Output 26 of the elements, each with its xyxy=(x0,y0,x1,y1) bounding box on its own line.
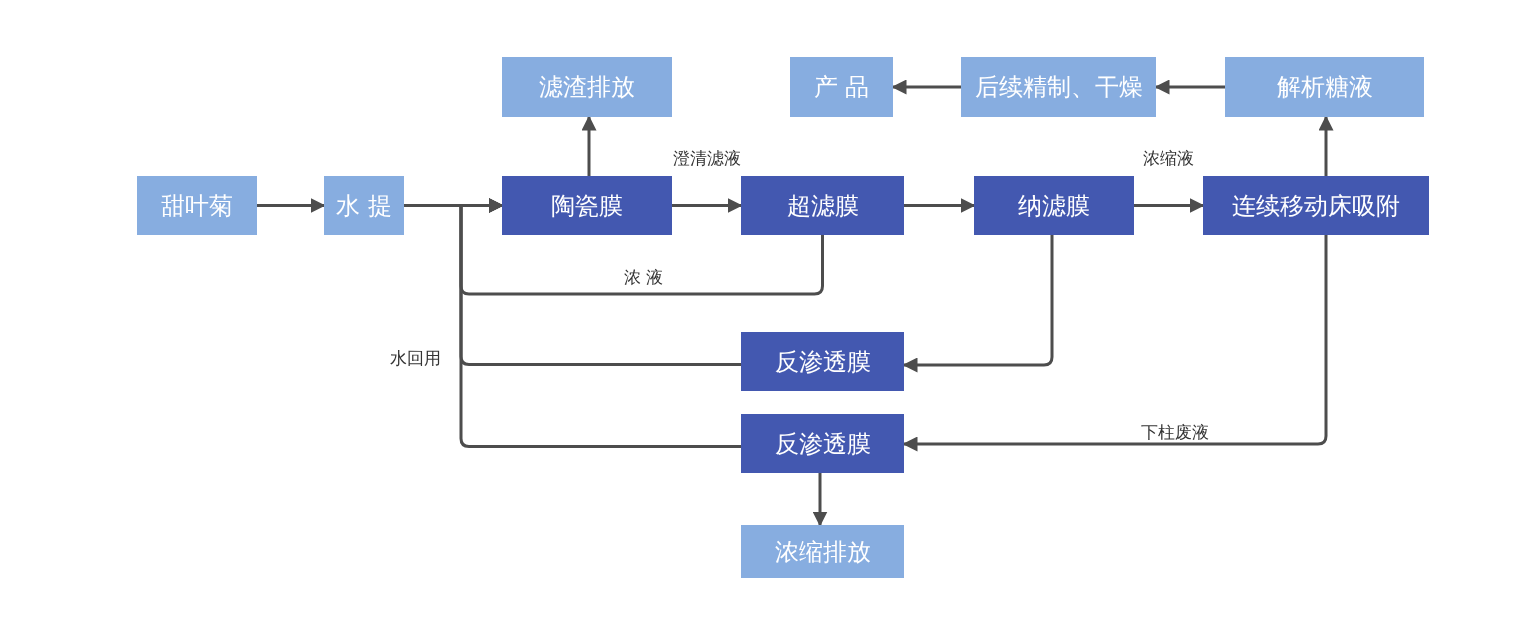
arrow xyxy=(672,198,743,213)
process-box: 后续精制、干燥 xyxy=(961,57,1156,117)
arrow xyxy=(581,115,597,176)
membrane-box: 反渗透膜 xyxy=(741,332,904,391)
arrow xyxy=(1134,198,1205,213)
membrane-box: 反渗透膜 xyxy=(741,414,904,473)
membrane-box: 纳滤膜 xyxy=(974,176,1134,235)
edge-label: 澄清滤液 xyxy=(670,147,743,168)
process-box: 解析糖液 xyxy=(1225,57,1424,117)
process-box: 浓缩排放 xyxy=(741,525,904,578)
process-box: 甜叶菊 xyxy=(137,176,257,235)
process-box: 水 提 xyxy=(324,176,404,235)
edge-label: 浓 液 xyxy=(621,267,665,287)
edge-label: 水回用 xyxy=(387,348,443,368)
arrow xyxy=(1318,115,1334,176)
arrow xyxy=(257,198,326,213)
edge-label: 下柱废液 xyxy=(1139,422,1211,442)
membrane-box: 陶瓷膜 xyxy=(502,176,672,235)
membrane-box: 连续移动床吸附 xyxy=(1203,176,1429,235)
arrow xyxy=(459,198,741,448)
arrow xyxy=(904,198,976,213)
process-box: 产 品 xyxy=(790,57,893,117)
arrow xyxy=(812,473,828,527)
membrane-box: 超滤膜 xyxy=(741,176,904,235)
edge-label: 浓缩液 xyxy=(1141,147,1196,168)
process-box: 滤渣排放 xyxy=(502,57,672,117)
